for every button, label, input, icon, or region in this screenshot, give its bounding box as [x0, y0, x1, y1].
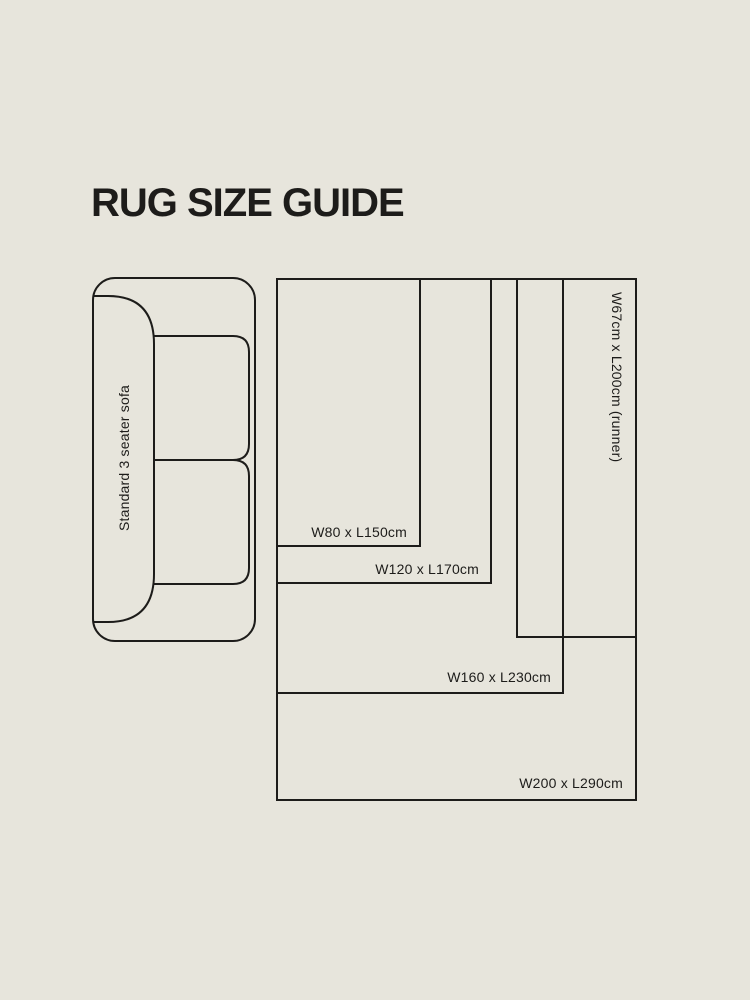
sofa-outline: [92, 277, 256, 642]
sofa-cushion-1: [154, 335, 250, 461]
rug-w160xl230-label: W160 x L230cm: [447, 669, 551, 685]
sofa: Standard 3 seater sofa: [92, 277, 256, 642]
rug-runner-rect: [516, 278, 637, 638]
rug-rects: [276, 278, 637, 801]
rug-w80xl150-label: W80 x L150cm: [311, 524, 407, 540]
rug-labels: W80 x L150cm W120 x L170cm W160 x L230cm…: [311, 292, 625, 791]
rug-w200xl290-label: W200 x L290cm: [519, 775, 623, 791]
rug-runner-label: W67cm x L200cm (runner): [609, 292, 625, 462]
rug-w120xl170-label: W120 x L170cm: [375, 561, 479, 577]
sofa-cushion-2: [154, 459, 250, 585]
rug-w80xl150-rect: [276, 278, 421, 547]
sofa-label: Standard 3 seater sofa: [116, 385, 132, 531]
page-title: RUG SIZE GUIDE: [91, 181, 404, 225]
